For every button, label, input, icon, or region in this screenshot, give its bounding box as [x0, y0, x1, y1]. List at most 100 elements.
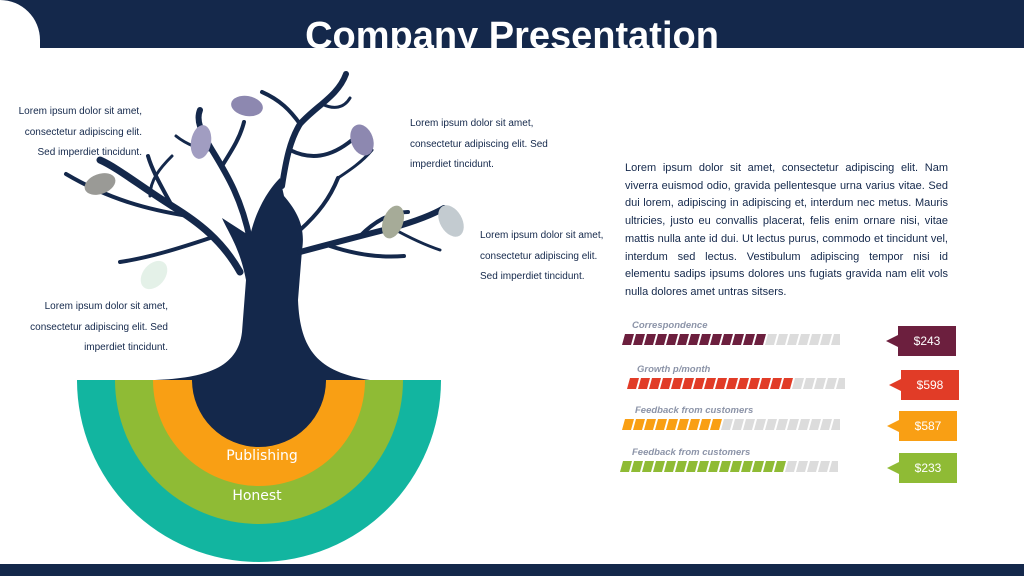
- branch-top-a: [260, 90, 302, 126]
- note-line: Sed imperdiet tincidunt.: [480, 271, 585, 282]
- bar-segment-empty: [792, 378, 804, 389]
- bar-segment-filled: [763, 461, 775, 472]
- bar-segment-filled: [710, 419, 722, 430]
- note-line: Lorem ipsum dolor sit amet,: [18, 106, 142, 117]
- bar-segment-empty: [814, 378, 826, 389]
- bar-segment-empty: [818, 461, 830, 472]
- page-title: Company Presentation: [305, 15, 719, 48]
- bar-segment-filled: [721, 334, 733, 345]
- bar-segment-filled: [686, 461, 698, 472]
- bar-segment-filled: [671, 378, 683, 389]
- tree-note-top-left: Lorem ipsum dolor sit amet, consectetur …: [0, 102, 142, 164]
- bar-segment-filled: [774, 461, 786, 472]
- bar-segment-filled: [644, 334, 656, 345]
- note-line: imperdiet tincidunt.: [84, 342, 168, 353]
- bar-segment-empty: [831, 334, 840, 345]
- bar-segment-filled: [638, 378, 650, 389]
- bar-segment-filled: [770, 378, 782, 389]
- leaf-5: [381, 205, 405, 239]
- bar-segment-empty: [787, 334, 799, 345]
- metric-label: Correspondence: [632, 320, 708, 331]
- tag-pointer: [887, 420, 899, 432]
- bar-segment-empty: [809, 334, 821, 345]
- bar-segment-empty: [798, 334, 810, 345]
- branch-right-c: [328, 244, 406, 259]
- note-line: consectetur adipiscing elit. Sed: [30, 321, 168, 333]
- note-line: Sed imperdiet tincidunt.: [37, 147, 142, 158]
- bar-segment-empty: [820, 419, 832, 430]
- bar-segment-empty: [836, 378, 845, 389]
- title-clip: Company Presentation: [0, 0, 1024, 48]
- bar-segment-filled: [719, 461, 731, 472]
- tree-trunk: [155, 178, 370, 380]
- bar-segment-empty: [825, 378, 837, 389]
- branch-left-b: [64, 172, 190, 218]
- arc-label-publishing: Publishing: [226, 448, 298, 464]
- bar-segment-filled: [726, 378, 738, 389]
- branch-left-a: [146, 154, 174, 208]
- bar-segment-filled: [682, 378, 694, 389]
- metric-value: $233: [899, 453, 957, 483]
- branch-top-c: [320, 96, 352, 109]
- bar-segment-filled: [715, 378, 727, 389]
- bar-segment-filled: [655, 334, 667, 345]
- leaf-4: [350, 124, 374, 156]
- bar-segment-filled: [688, 419, 700, 430]
- metric-label: Feedback from customers: [635, 405, 754, 416]
- bar-segment-filled: [649, 378, 661, 389]
- branch-left: [96, 156, 244, 276]
- bar-segment-filled: [655, 419, 667, 430]
- note-line: Lorem ipsum dolor sit amet,: [410, 118, 534, 129]
- bar-segment-filled: [677, 334, 689, 345]
- bar-segment-filled: [642, 461, 654, 472]
- metric-value-tag: $587: [887, 411, 957, 441]
- bar-segment-empty: [743, 419, 755, 430]
- bar-segment-filled: [633, 419, 645, 430]
- branch-center-left-a: [220, 120, 246, 168]
- bar-segment-filled: [644, 419, 656, 430]
- metric-bar-feedback-1: [622, 419, 840, 430]
- note-line: consectetur adipiscing elit.: [24, 126, 142, 138]
- branch-left-c: [118, 236, 212, 264]
- metric-value: $598: [901, 370, 959, 400]
- header-bar: [0, 0, 1024, 48]
- metric-value-tag: $598: [889, 370, 959, 400]
- bar-segment-filled: [675, 461, 687, 472]
- metric-bar-correspondence: [622, 334, 840, 345]
- branch-right: [297, 205, 447, 255]
- bar-segment-empty: [776, 419, 788, 430]
- tag-pointer: [889, 379, 901, 391]
- metric-bar-growth: [627, 378, 845, 389]
- bar-segment-filled: [697, 461, 709, 472]
- bar-segment-filled: [748, 378, 760, 389]
- bar-segment-filled: [688, 334, 700, 345]
- bar-segment-empty: [829, 461, 838, 472]
- bar-segment-filled: [754, 334, 766, 345]
- footer-bar: [0, 564, 1024, 576]
- leaf-6: [438, 205, 464, 237]
- bar-segment-filled: [653, 461, 665, 472]
- bar-segment-empty: [809, 419, 821, 430]
- bar-segment-filled: [631, 461, 643, 472]
- bar-segment-empty: [803, 378, 815, 389]
- branch-right-a: [298, 176, 340, 232]
- bar-segment-empty: [820, 334, 832, 345]
- metric-value: $587: [899, 411, 957, 441]
- tag-pointer: [887, 462, 899, 474]
- leaf-3: [84, 173, 116, 195]
- note-line: Lorem ipsum dolor sit amet,: [44, 301, 168, 312]
- bar-segment-filled: [781, 378, 793, 389]
- bar-segment-filled: [633, 334, 645, 345]
- bar-segment-filled: [660, 378, 672, 389]
- bar-segment-filled: [732, 334, 744, 345]
- metric-label: Feedback from customers: [632, 447, 751, 458]
- leaf-1: [231, 95, 263, 117]
- bar-segment-empty: [796, 461, 808, 472]
- bar-segment-empty: [787, 419, 799, 430]
- bar-segment-filled: [752, 461, 764, 472]
- note-line: imperdiet tincidunt.: [410, 159, 494, 170]
- bar-segment-filled: [666, 334, 678, 345]
- metric-label: Growth p/month: [637, 364, 711, 375]
- bar-segment-filled: [627, 378, 639, 389]
